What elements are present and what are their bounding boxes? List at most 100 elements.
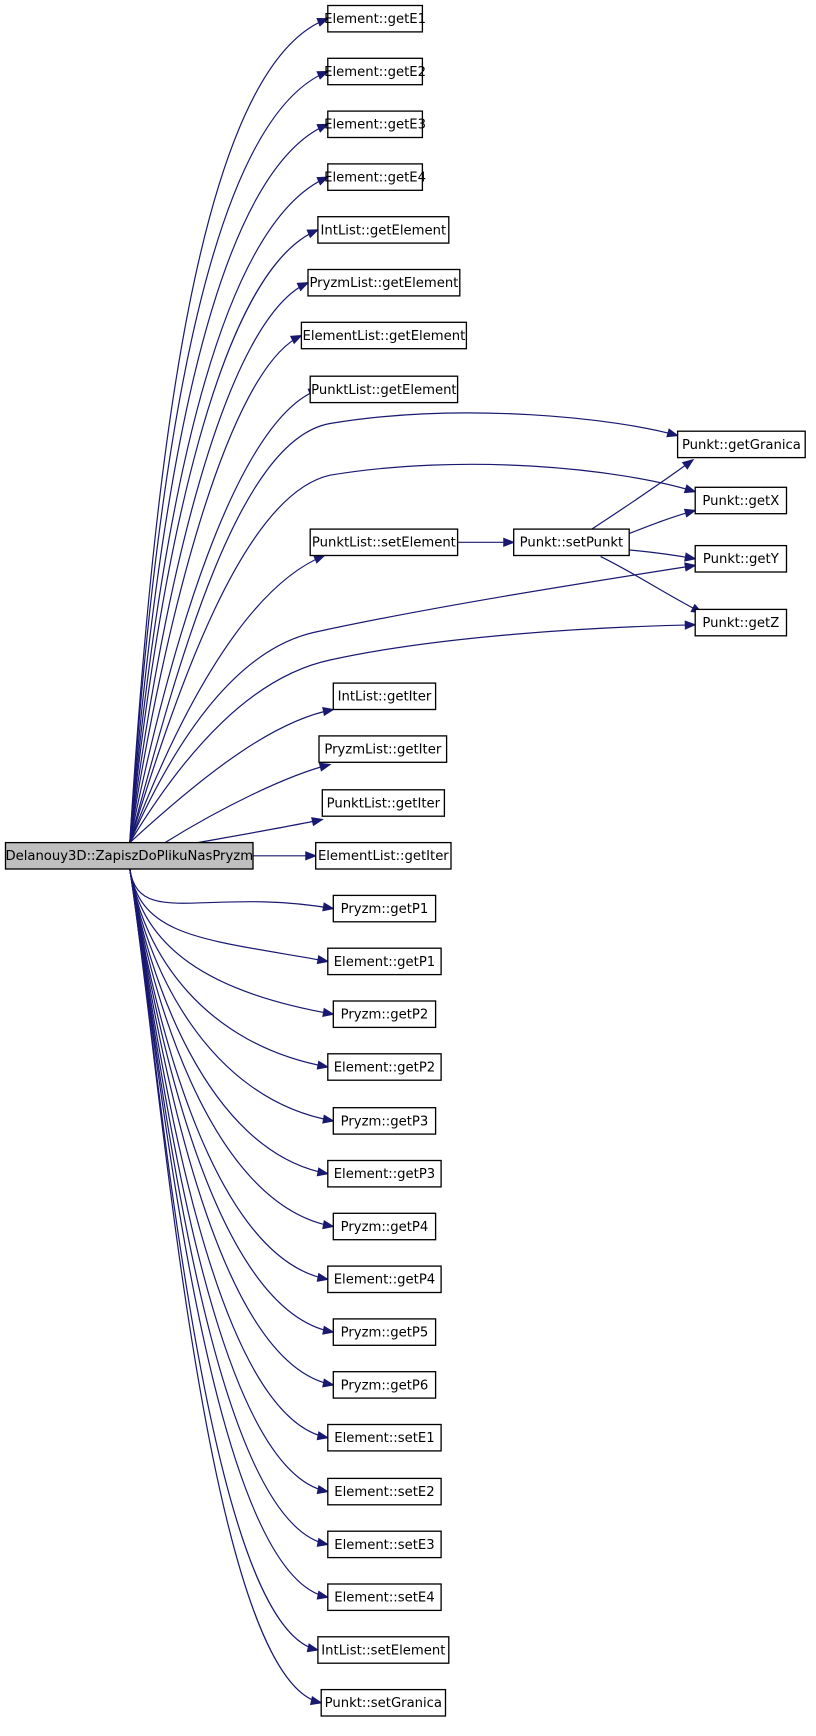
arrowhead-prGetP1 <box>322 902 335 912</box>
arrowhead-pGetZ <box>684 620 697 630</box>
node-label: PryzmList::getIter <box>324 743 441 758</box>
node-box <box>332 1371 437 1399</box>
node-box <box>327 4 424 33</box>
node-eSetE2[interactable]: Element::setE2 <box>327 1477 442 1506</box>
node-eGetP4[interactable]: Element::getP4 <box>327 1265 442 1294</box>
node-box <box>327 1265 442 1294</box>
node-label: Element::getE3 <box>324 118 426 133</box>
node-eGetE3[interactable]: Element::getE3 <box>324 110 426 139</box>
node-box <box>332 1107 437 1135</box>
node-plGetIter[interactable]: PryzmList::getIter <box>318 735 448 763</box>
arrowhead-pGetY <box>684 552 697 562</box>
node-box <box>676 430 806 459</box>
node-pSetGranica[interactable]: Punkt::setGranica <box>320 1688 447 1717</box>
node-prGetP6[interactable]: Pryzm::getP6 <box>332 1371 437 1399</box>
node-prGetP5[interactable]: Pryzm::getP5 <box>332 1318 437 1346</box>
node-root[interactable]: Delanouy3D::ZapiszDoPlikuNasPryzm <box>4 841 254 870</box>
node-prGetP3[interactable]: Pryzm::getP3 <box>332 1107 437 1135</box>
node-pkSetEl[interactable]: PunktList::setElement <box>309 528 459 557</box>
arrowhead-elGetIter <box>305 851 318 861</box>
edge-root-to-eGetP1 <box>129 868 328 962</box>
node-pGetX[interactable]: Punkt::getX <box>694 486 788 515</box>
node-eGetP3[interactable]: Element::getP3 <box>327 1159 442 1188</box>
node-box <box>694 486 788 515</box>
node-eGetE4[interactable]: Element::getE4 <box>324 163 426 191</box>
arrowhead-elGetEl <box>289 334 303 345</box>
edge-root-to-eGetE2 <box>129 70 329 843</box>
node-box <box>309 528 459 557</box>
edge-root-to-pGetX <box>129 463 696 843</box>
edge-root-to-eGetP3 <box>129 868 328 1175</box>
node-box <box>320 1688 447 1717</box>
edge-root-to-pGetZ <box>129 624 696 843</box>
node-ilGetIter[interactable]: IntList::getIter <box>332 682 437 711</box>
node-eGetP1[interactable]: Element::getP1 <box>327 947 442 976</box>
edge-root-to-prGetP3 <box>129 868 334 1122</box>
node-prGetP4[interactable]: Pryzm::getP4 <box>332 1212 437 1241</box>
node-label: Element::setE3 <box>334 1538 434 1553</box>
arrowhead-pkSetEl <box>313 554 326 564</box>
node-box <box>317 1636 450 1664</box>
node-elGetEl[interactable]: ElementList::getElement <box>300 321 468 350</box>
node-pSetPunkt[interactable]: Punkt::setPunkt <box>513 528 630 557</box>
node-box <box>327 1583 442 1612</box>
node-label: Element::getE2 <box>324 65 426 80</box>
node-ilSetEl[interactable]: IntList::setElement <box>317 1636 450 1664</box>
node-label: Element::getE4 <box>324 171 426 186</box>
node-pGetGranica[interactable]: Punkt::getGranica <box>676 430 806 459</box>
node-pkGetEl[interactable]: PunktList::getElement <box>309 375 459 404</box>
arrowhead-pGetY <box>684 562 697 572</box>
node-eGetP2[interactable]: Element::getP2 <box>327 1053 442 1081</box>
node-label: ElementList::getElement <box>303 329 466 344</box>
node-box <box>694 608 788 637</box>
node-eSetE3[interactable]: Element::setE3 <box>327 1530 442 1559</box>
node-elGetIter[interactable]: ElementList::getIter <box>315 841 452 870</box>
node-prGetP1[interactable]: Pryzm::getP1 <box>332 894 437 923</box>
node-label: Pryzm::getP1 <box>341 902 429 917</box>
node-box <box>327 1053 442 1081</box>
edge-pSetPunkt-to-pGetGranica <box>591 459 694 530</box>
node-box <box>327 57 424 86</box>
node-label: PunktList::getElement <box>311 383 456 398</box>
edge-root-to-ilGetEl <box>129 229 319 843</box>
node-plGetEl[interactable]: PryzmList::getElement <box>307 268 461 297</box>
edge-pSetPunkt-to-pGetZ <box>600 556 703 614</box>
node-pGetY[interactable]: Punkt::getY <box>694 544 788 573</box>
arrowhead-ilSetEl <box>306 1643 320 1653</box>
node-eGetE2[interactable]: Element::getE2 <box>324 57 426 86</box>
edge-root-to-prGetP2 <box>129 868 334 1015</box>
arrowhead-prGetP3 <box>322 1114 335 1124</box>
edge-root-to-plGetIter <box>164 763 331 844</box>
arrowhead-prGetP2 <box>322 1007 335 1017</box>
arrowhead-eGetP1 <box>316 954 330 965</box>
nodes-layer: Delanouy3D::ZapiszDoPlikuNasPryzmElement… <box>4 4 806 1717</box>
node-box <box>327 1159 442 1188</box>
node-box <box>694 544 788 573</box>
node-box <box>327 1530 442 1559</box>
arrowhead-eGetE3 <box>316 123 330 133</box>
node-eSetE1[interactable]: Element::setE1 <box>327 1423 442 1452</box>
node-ilGetEl[interactable]: IntList::getElement <box>317 216 450 244</box>
node-pGetZ[interactable]: Punkt::getZ <box>694 608 788 637</box>
node-label: IntList::getIter <box>338 690 432 705</box>
arrowhead-pGetGranica <box>681 458 695 470</box>
arrowhead-plGetEl <box>296 282 310 292</box>
arrowhead-eGetE2 <box>316 70 330 80</box>
edge-root-to-eGetE4 <box>129 176 329 843</box>
node-eSetE4[interactable]: Element::setE4 <box>327 1583 442 1612</box>
arrowhead-eGetE1 <box>316 18 330 27</box>
arrowhead-ilGetIter <box>322 706 335 717</box>
node-label: Pryzm::getP4 <box>341 1220 429 1235</box>
node-prGetP2[interactable]: Pryzm::getP2 <box>332 1000 437 1029</box>
node-eGetE1[interactable]: Element::getE1 <box>324 4 426 33</box>
arrowhead-ilGetEl <box>306 229 320 239</box>
node-pkGetIter[interactable]: PunktList::getIter <box>321 789 446 817</box>
node-label: Element::getP2 <box>334 1060 435 1075</box>
arrowhead-eSetE2 <box>316 1484 330 1495</box>
node-label: PryzmList::getElement <box>309 276 458 291</box>
arrowhead-prGetP5 <box>322 1325 335 1335</box>
edge-root-to-eSetE4 <box>129 868 328 1598</box>
arrowhead-pGetGranica <box>666 428 680 438</box>
node-box <box>513 528 630 557</box>
arrowhead-pkGetIter <box>311 817 324 827</box>
